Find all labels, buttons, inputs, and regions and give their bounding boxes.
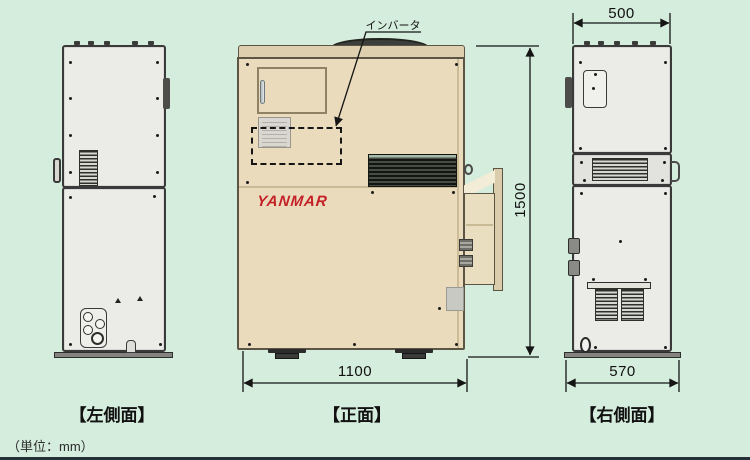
access-door [257,67,327,114]
roof-bolt [584,41,590,45]
screw [664,192,667,195]
door-handle [260,80,265,104]
caption-right-view: 【右側面】 [579,406,665,425]
vent-bracket [587,282,651,289]
lower-vent-louver [621,289,644,321]
screw [156,97,159,100]
screw [69,343,72,346]
screw [664,346,667,349]
drain-outlet [580,337,591,353]
roof-bolt [632,41,638,45]
screw [619,240,622,243]
screw [69,196,72,199]
dimension-value-500: 500 [608,5,635,22]
screw [246,63,249,66]
screw [159,343,162,346]
screw [455,343,458,346]
chute-fold-line [466,224,493,226]
roof-bolt [88,41,94,45]
pipe-port-large [91,332,104,345]
screw [156,171,159,174]
side-louver-grille [592,158,648,181]
handle-hook [671,161,680,182]
screw [438,307,441,310]
screw [644,278,647,281]
latch [163,78,170,109]
access-panel [583,70,607,108]
screw [153,195,156,198]
screw [594,73,597,76]
screw [452,191,455,194]
cabinet-edge-seam [457,59,459,348]
screw [592,87,595,90]
right-view-lower-cabinet [572,185,672,352]
screw [663,161,666,164]
screw [156,61,159,64]
screw [594,346,597,349]
dimension-value-1100: 1100 [337,363,373,380]
dimension-value-570: 570 [609,363,636,380]
screw [371,191,374,194]
screw [248,343,251,346]
pipe-connector [459,239,473,251]
screw [69,171,72,174]
caption-front-view: 【正面】 [323,406,391,425]
left-view-lower-cabinet [62,187,166,352]
screw [661,179,664,182]
dimension-value-1500: 1500 [512,182,529,218]
screw [246,181,249,184]
right-view-base-plate [564,352,681,358]
door-handle [53,158,61,183]
hinge [568,260,580,276]
unit-note: （単位：mm） [7,439,94,454]
left-view-base-plate [54,352,173,358]
caption-left-view: 【左側面】 [69,406,155,425]
pipe-port [83,325,93,335]
screw [353,343,356,346]
inverter-callout-label: インバータ [365,20,421,32]
screw [583,179,586,182]
triangle-marker [137,296,143,301]
screw [69,61,72,64]
screw [579,147,582,150]
screw [592,278,595,281]
machine-foot [395,349,433,359]
roof-bolt [614,41,620,45]
roof-bolt [104,41,110,45]
roof-bolt [148,41,154,45]
roof-bolt [74,41,80,45]
drain-pipe-stub [126,340,136,353]
spec-label-sticker [258,117,291,148]
screw [69,134,72,137]
pipe-connector [459,255,473,267]
screw [455,63,458,66]
pipe-port [83,312,93,322]
side-louver-grille [79,150,98,186]
lower-vent-louver [595,289,618,321]
inverter-dashed-outline [251,127,342,165]
screw [156,134,159,137]
screw [664,61,667,64]
cabinet-horizontal-seam [239,186,457,188]
yanmar-logo: YANMAR [256,193,329,210]
roof-bolt [598,41,604,45]
roof-bolt [132,41,138,45]
screw [664,147,667,150]
chute-ring-hook [464,164,473,175]
screw [580,161,583,164]
small-access-plate [446,287,464,311]
screw [69,97,72,100]
left-view-upper-cabinet [62,45,166,188]
machine-foot [268,349,306,359]
hinge [568,238,580,254]
roof-bolt [650,41,656,45]
screw [579,61,582,64]
triangle-marker [115,298,121,303]
bottom-rule [0,457,750,460]
latch [565,77,572,108]
screw [580,192,583,195]
front-exhaust-grille [368,154,457,187]
pipe-port [95,319,105,329]
